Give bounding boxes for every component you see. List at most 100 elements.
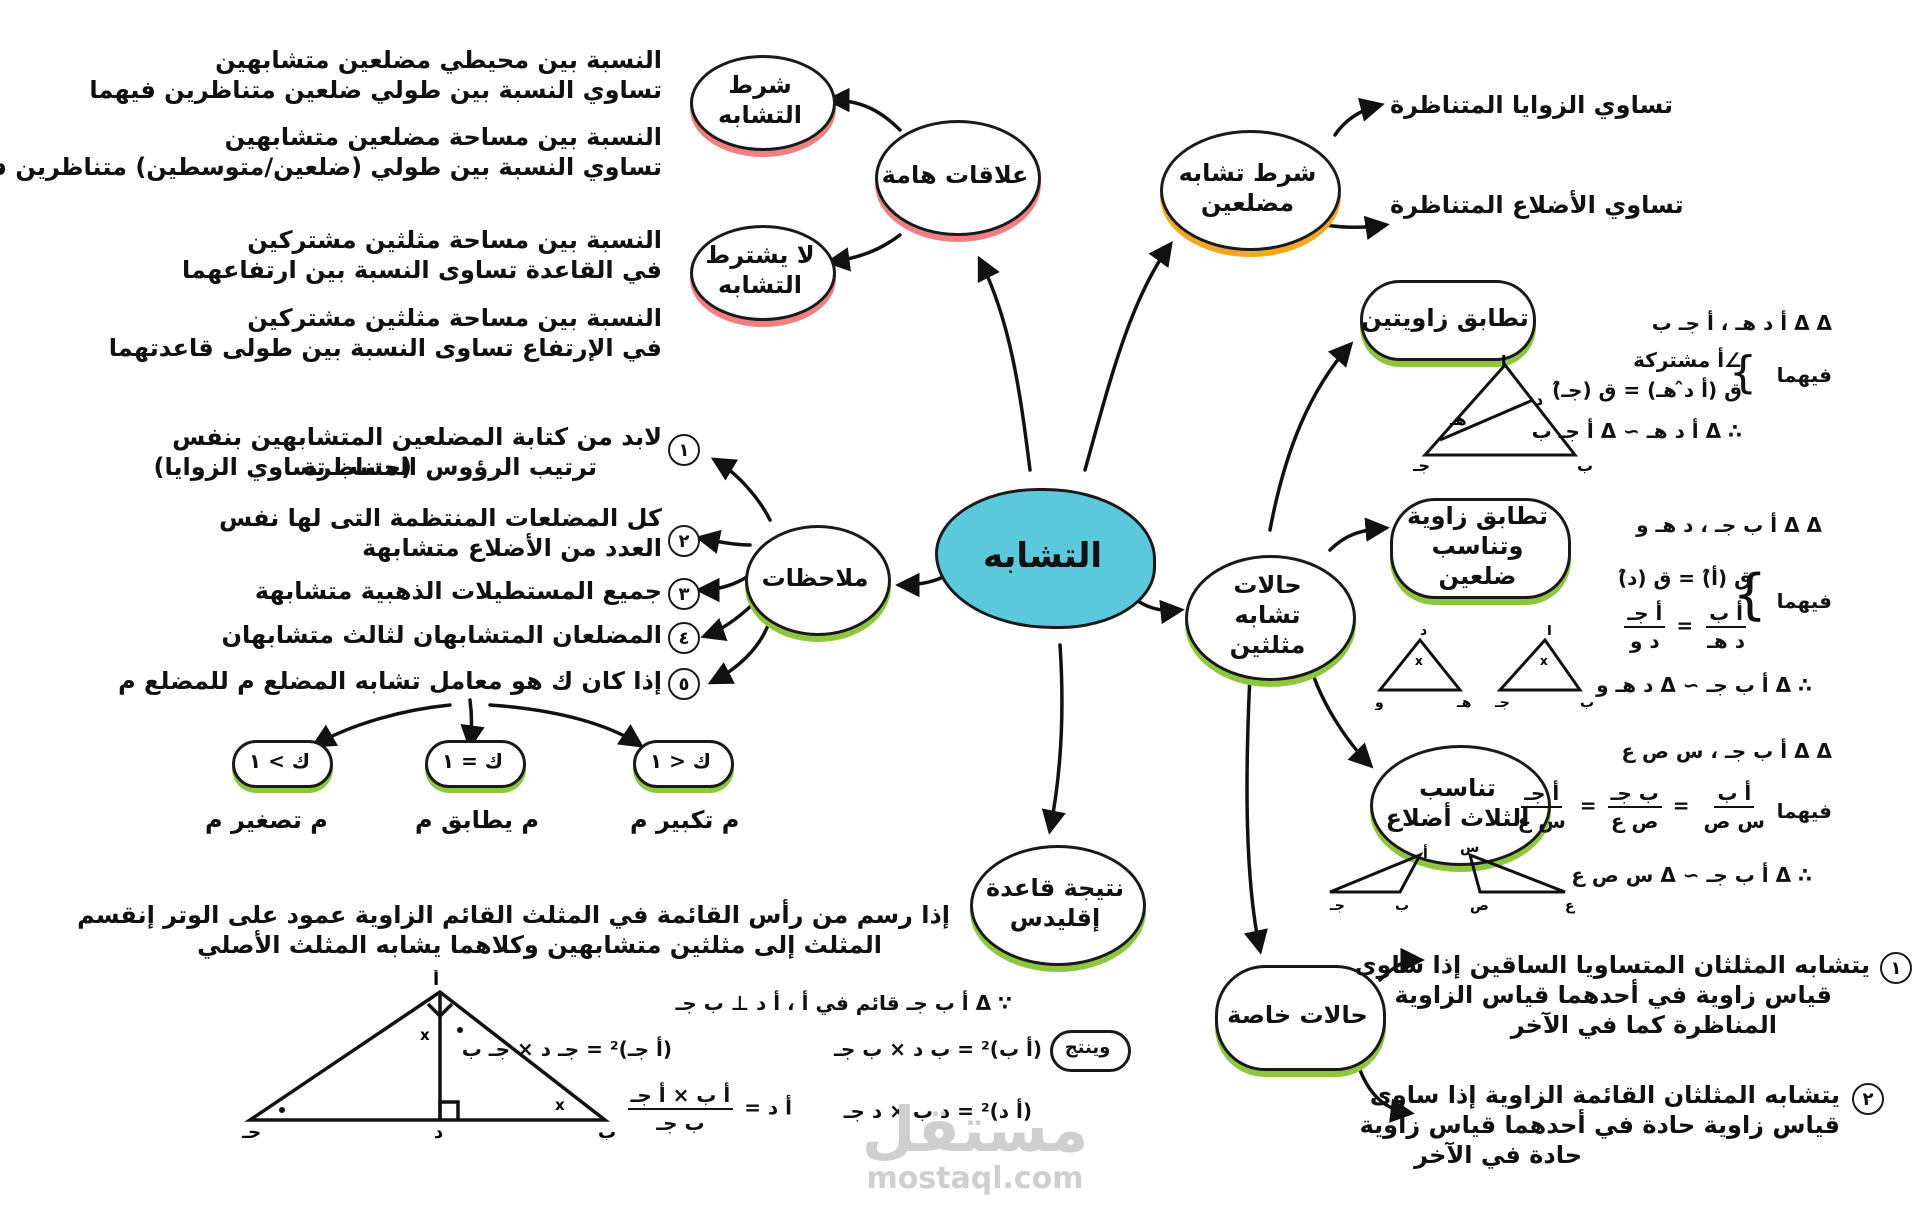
euclid-eq4-bot: ب جـ <box>656 1111 705 1135</box>
notes-cloud <box>745 525 891 636</box>
special-2-line1: يتشابه المثلثان القائمة الزاوية إذا ساوى <box>1369 1081 1840 1109</box>
no-condition-label: لا يشترط التشابه <box>705 241 815 299</box>
relation-text-7: النسبة بين مساحة مثلثين مشتركين <box>247 304 662 332</box>
note-number-3: ٣ <box>668 578 700 610</box>
euclid-label: نتيجة قاعدة إقليدس <box>986 873 1124 932</box>
similarity-condition-label: شرط التشابه <box>717 71 803 129</box>
arrow-poly-to-sides <box>1323 215 1390 241</box>
svg-text:x: x <box>555 1096 565 1114</box>
note-1-line1: لابد من كتابة المضلعين المتشابهين بنفس <box>172 423 662 451</box>
k-case-greater <box>633 740 734 788</box>
note-number-4: ٤ <box>668 622 700 654</box>
sss-frac1-top: أ ب <box>1714 780 1755 808</box>
arrow-special-2 <box>1358 1068 1415 1123</box>
sss-frac2-bot: ص ع <box>1610 809 1659 833</box>
polygon-condition-angles: تساوي الزوايا المتناظرة <box>1390 91 1674 119</box>
svg-text:هـ: هـ <box>1456 695 1472 710</box>
k-case-less-label: ك > ١ <box>248 749 311 773</box>
special-1-line1: يتشابه المثلثان المتساويا الساقين إذا سا… <box>1354 951 1870 979</box>
sas-line1: ق (أ̂) = ق (د̂) <box>1617 566 1752 590</box>
svg-text:أ: أ <box>433 970 439 990</box>
sas-label: تطابق زاوية وتناسب ضلعين <box>1407 501 1548 590</box>
sas-cloud <box>1390 498 1571 599</box>
note-number-1: ١ <box>668 434 700 466</box>
special-cases-cloud <box>1215 965 1386 1071</box>
k-case-greater-label: ك < ١ <box>649 749 712 773</box>
sas-given: Δ Δ أ ب جـ ، د هـ و <box>1636 513 1822 537</box>
svg-text:هـ: هـ <box>1449 410 1467 429</box>
special-2-line2: قياس زاوية حادة في أحدهما قياس زاوية <box>1359 1111 1840 1139</box>
arrow-notes-5 <box>707 618 772 685</box>
sas-frac1-top: أ ب <box>1706 600 1746 628</box>
aa-given: Δ Δ أ د هـ ، أ جـ ب <box>1651 311 1832 335</box>
sas-result: ∴ Δ أ ب جـ ∼ Δ د هـ و <box>1596 673 1812 697</box>
arrow-rel-to-nocond <box>825 233 902 272</box>
svg-text:ب: ب <box>1395 898 1409 914</box>
sss-given: Δ Δ أ ب جـ ، س ص ع <box>1621 739 1832 763</box>
sss-label: تناسب الثلاث أضلاع <box>1385 773 1530 832</box>
k-result-enlarge: م تكبير م <box>630 806 740 834</box>
aa-in-them: فيهما <box>1776 363 1832 387</box>
relation-text-3: النسبة بين مساحة مضلعين متشابهين <box>224 123 662 151</box>
similarity-condition-cloud <box>690 55 836 151</box>
center-label: التشابه <box>982 535 1103 576</box>
aa-cloud <box>1360 280 1536 361</box>
arrow-tri-to-special <box>1243 673 1268 955</box>
relation-text-1: النسبة بين محيطي مضلعين متشابهين <box>215 46 662 74</box>
special-1-line2: قياس زاوية في أحدهما قياس الزاوية <box>1394 981 1832 1009</box>
note-2-line1: كل المضلعات المنتظمة التى لها نفس <box>219 504 662 532</box>
k-case-equal-label: ك = ١ <box>441 749 504 773</box>
note-number-5: ٥ <box>668 668 700 700</box>
relation-text-4: تساوي النسبة بين طولي (ضلعين/متوسطين) مت… <box>0 153 662 181</box>
note-1-line2: ترتيب الرؤوس المتناظرة <box>303 453 597 481</box>
svg-text:جـ: جـ <box>1329 898 1345 914</box>
triangle-cases-label: حالات تشابه مثلثين <box>1229 571 1306 659</box>
k-case-equal <box>425 740 526 788</box>
sss-frac3-bot: س ع <box>1517 809 1566 833</box>
svg-text:و: و <box>1375 695 1384 710</box>
sss-frac2-top: ب جـ <box>1607 780 1662 808</box>
aa-line2: ق (أ د̂ هـ) = ق (جـ̂) <box>1552 378 1742 402</box>
svg-text:x: x <box>1540 654 1548 668</box>
arrow-poly-to-angles <box>1333 97 1385 137</box>
svg-text:أ: أ <box>1547 625 1552 639</box>
relations-label: علاقات هامة <box>881 161 1029 189</box>
special-2-line3: حادة في الآخر <box>1414 1141 1582 1169</box>
arrow-notes-1 <box>710 457 772 522</box>
arrow-notes-4 <box>700 603 754 642</box>
svg-text:ب: ب <box>1580 695 1594 710</box>
relation-text-8: في الإرتفاع تساوى النسبة بين طولى قاعدته… <box>108 334 662 362</box>
svg-text:ب: ب <box>1577 456 1593 475</box>
sas-frac2-bot: د و <box>1630 629 1660 653</box>
svg-text:د: د <box>1535 390 1543 409</box>
k-result-congruent: م يطابق م <box>415 806 539 834</box>
arrow-notes-2 <box>695 529 752 554</box>
note-4: المضلعان المتشابهان لثالث متشابهان <box>221 621 662 649</box>
arrow-rel-to-cond <box>825 87 902 132</box>
euclid-cloud <box>970 845 1146 966</box>
sss-in-them: فيهما <box>1776 799 1832 823</box>
svg-text:جـ: جـ <box>1494 695 1510 710</box>
arrow-k-left <box>310 703 452 748</box>
watermark-latin: mostaql.com <box>866 1161 1084 1196</box>
euclid-text-1: إذا رسم من رأس القائمة في المثلث القائم … <box>77 901 950 929</box>
sss-cloud <box>1370 745 1551 866</box>
arrow-tri-to-aa <box>1268 341 1354 532</box>
special-number-2: ٢ <box>1852 1083 1884 1115</box>
special-1-line3: المناظرة كما في الآخر <box>1510 1011 1777 1039</box>
svg-text:جـ: جـ <box>241 1122 261 1140</box>
svg-text:ع: ع <box>1565 898 1576 914</box>
watermark-arabic: مستقل <box>861 1093 1089 1166</box>
sss-result: ∴ Δ أ ب جـ ∼ Δ س ص ع <box>1571 863 1812 887</box>
svg-text:د: د <box>434 1122 443 1140</box>
euclid-eq2: (أ جـ)² = جـ د × جـ ب <box>461 1037 672 1061</box>
svg-text:ص: ص <box>1470 898 1489 914</box>
sas-frac1-bot: د هـ <box>1707 629 1745 653</box>
aa-label: تطابق زاويتين <box>1361 303 1529 332</box>
note-3: جميع المستطيلات الذهبية متشابهة <box>254 577 662 605</box>
note-number-2: ٢ <box>668 525 700 557</box>
notes-label: ملاحظات <box>761 563 869 592</box>
center-cloud <box>935 488 1156 629</box>
